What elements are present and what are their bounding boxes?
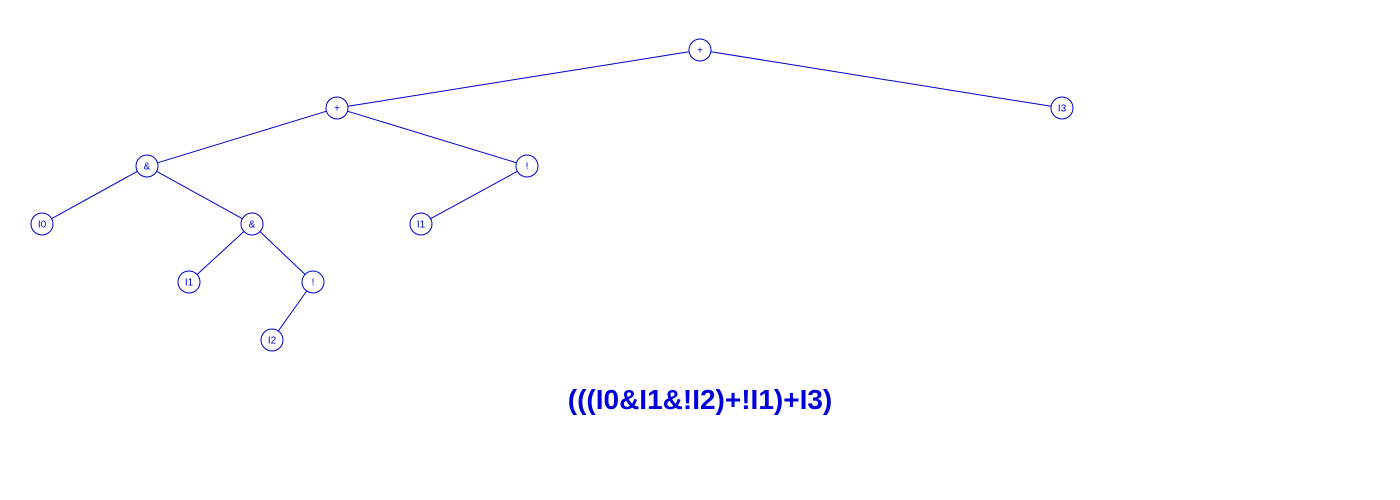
tree-edge xyxy=(196,231,245,275)
tree-node-and: & xyxy=(240,212,264,236)
node-label: + xyxy=(334,104,340,115)
expression-formula: (((I0&I1&!I2)+!I1)+I3) xyxy=(567,384,833,415)
tree-edge xyxy=(51,170,138,220)
tree-edge xyxy=(277,290,308,332)
node-circle xyxy=(135,154,159,178)
node-circle xyxy=(688,38,712,62)
node-circle xyxy=(409,212,433,236)
tree-edge xyxy=(157,110,327,164)
tree-edge xyxy=(710,51,1052,107)
node-circle xyxy=(260,328,284,352)
tree-node-input: I1 xyxy=(177,270,201,294)
node-circle xyxy=(301,270,325,294)
node-circle xyxy=(515,154,539,178)
tree-node-not: ! xyxy=(301,270,325,294)
tree-node-input: I3 xyxy=(1050,96,1074,120)
tree-edge xyxy=(347,51,690,107)
node-label: ! xyxy=(526,162,529,173)
node-label: I3 xyxy=(1058,104,1067,115)
tree-edge xyxy=(347,110,517,164)
tree-node-input: I0 xyxy=(30,212,54,236)
node-label: ! xyxy=(312,278,315,289)
node-circle xyxy=(30,212,54,236)
tree-node-and: & xyxy=(135,154,159,178)
node-label: + xyxy=(697,46,703,57)
tree-node-input: I1 xyxy=(409,212,433,236)
tree-edge xyxy=(156,170,243,220)
node-label: I0 xyxy=(38,220,47,231)
node-circle xyxy=(240,212,264,236)
tree-node-input: I2 xyxy=(260,328,284,352)
node-circle xyxy=(325,96,349,120)
node-label: I2 xyxy=(268,336,277,347)
node-label: & xyxy=(249,220,256,231)
tree-node-or: + xyxy=(325,96,349,120)
tree-edge xyxy=(259,231,306,275)
node-label: & xyxy=(144,162,151,173)
node-circle xyxy=(177,270,201,294)
tree-edges xyxy=(51,51,1052,332)
tree-edge xyxy=(430,170,518,220)
node-label: I1 xyxy=(417,220,426,231)
tree-node-or: + xyxy=(688,38,712,62)
node-circle xyxy=(1050,96,1074,120)
node-label: I1 xyxy=(185,278,194,289)
tree-node-not: ! xyxy=(515,154,539,178)
